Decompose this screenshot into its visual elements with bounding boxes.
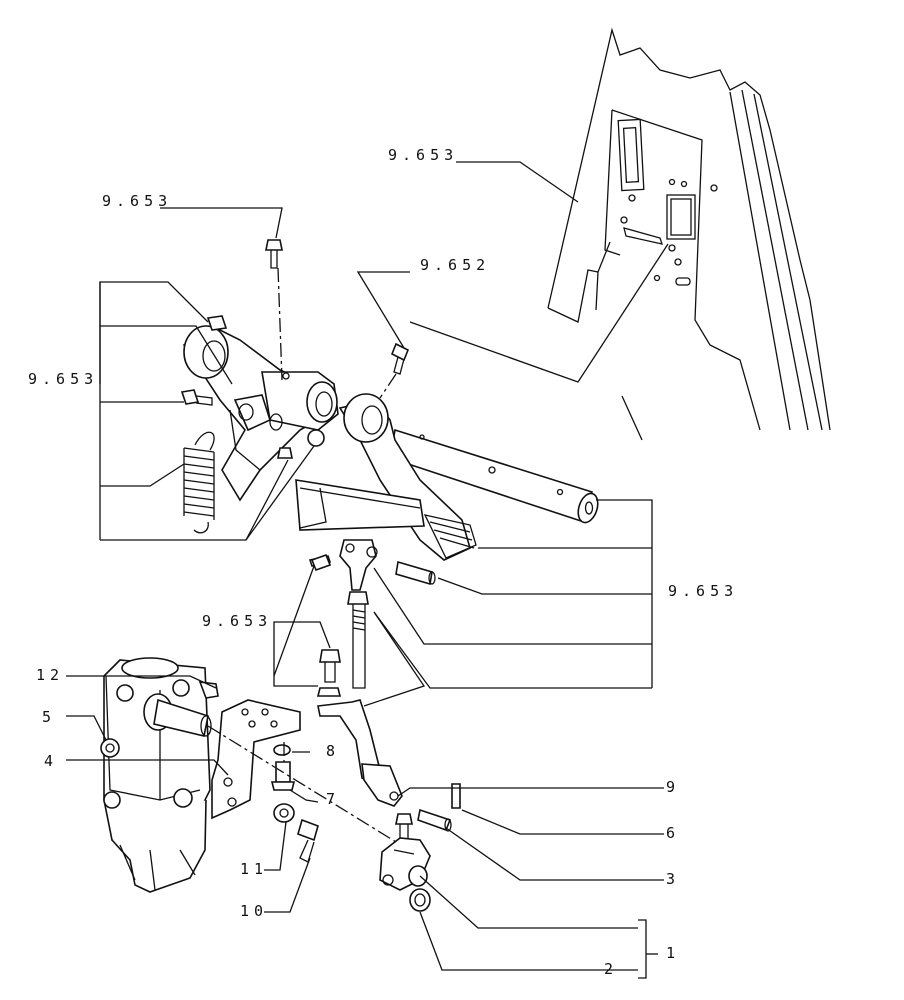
label-11: 11 <box>240 860 268 878</box>
callout-labels: 9.653 9.653 9.652 9.653 9.653 9.653 12 5… <box>28 146 738 978</box>
label-1: 1 <box>666 944 680 962</box>
return-spring <box>183 431 215 534</box>
pedal-assembly <box>182 325 599 561</box>
label-9653-mid: 9.653 <box>388 146 458 164</box>
leader-lines <box>66 161 669 979</box>
label-5: 5 <box>42 708 56 726</box>
label-2: 2 <box>604 960 618 978</box>
label-10: 10 <box>240 902 268 920</box>
label-9652: 9.652 <box>420 256 490 274</box>
clevis-block <box>379 783 461 912</box>
label-9653-lower: 9.653 <box>202 612 272 630</box>
valve-body <box>100 657 219 893</box>
label-3: 3 <box>666 870 680 888</box>
small-fasteners <box>180 239 410 459</box>
chassis-panel <box>547 27 831 431</box>
label-9653-right: 9.653 <box>668 582 738 600</box>
centerlines <box>207 267 397 843</box>
bracket <box>211 699 301 820</box>
fasteners-lower <box>270 744 413 863</box>
label-7: 7 <box>326 790 340 808</box>
label-4: 4 <box>44 752 58 770</box>
label-9: 9 <box>666 778 680 796</box>
rod-assembly <box>308 539 436 807</box>
label-9653-left: 9.653 <box>28 370 98 388</box>
label-8: 8 <box>326 742 340 760</box>
label-6: 6 <box>666 824 680 842</box>
label-12: 12 <box>36 666 64 684</box>
label-9653-top: 9.653 <box>102 192 172 210</box>
